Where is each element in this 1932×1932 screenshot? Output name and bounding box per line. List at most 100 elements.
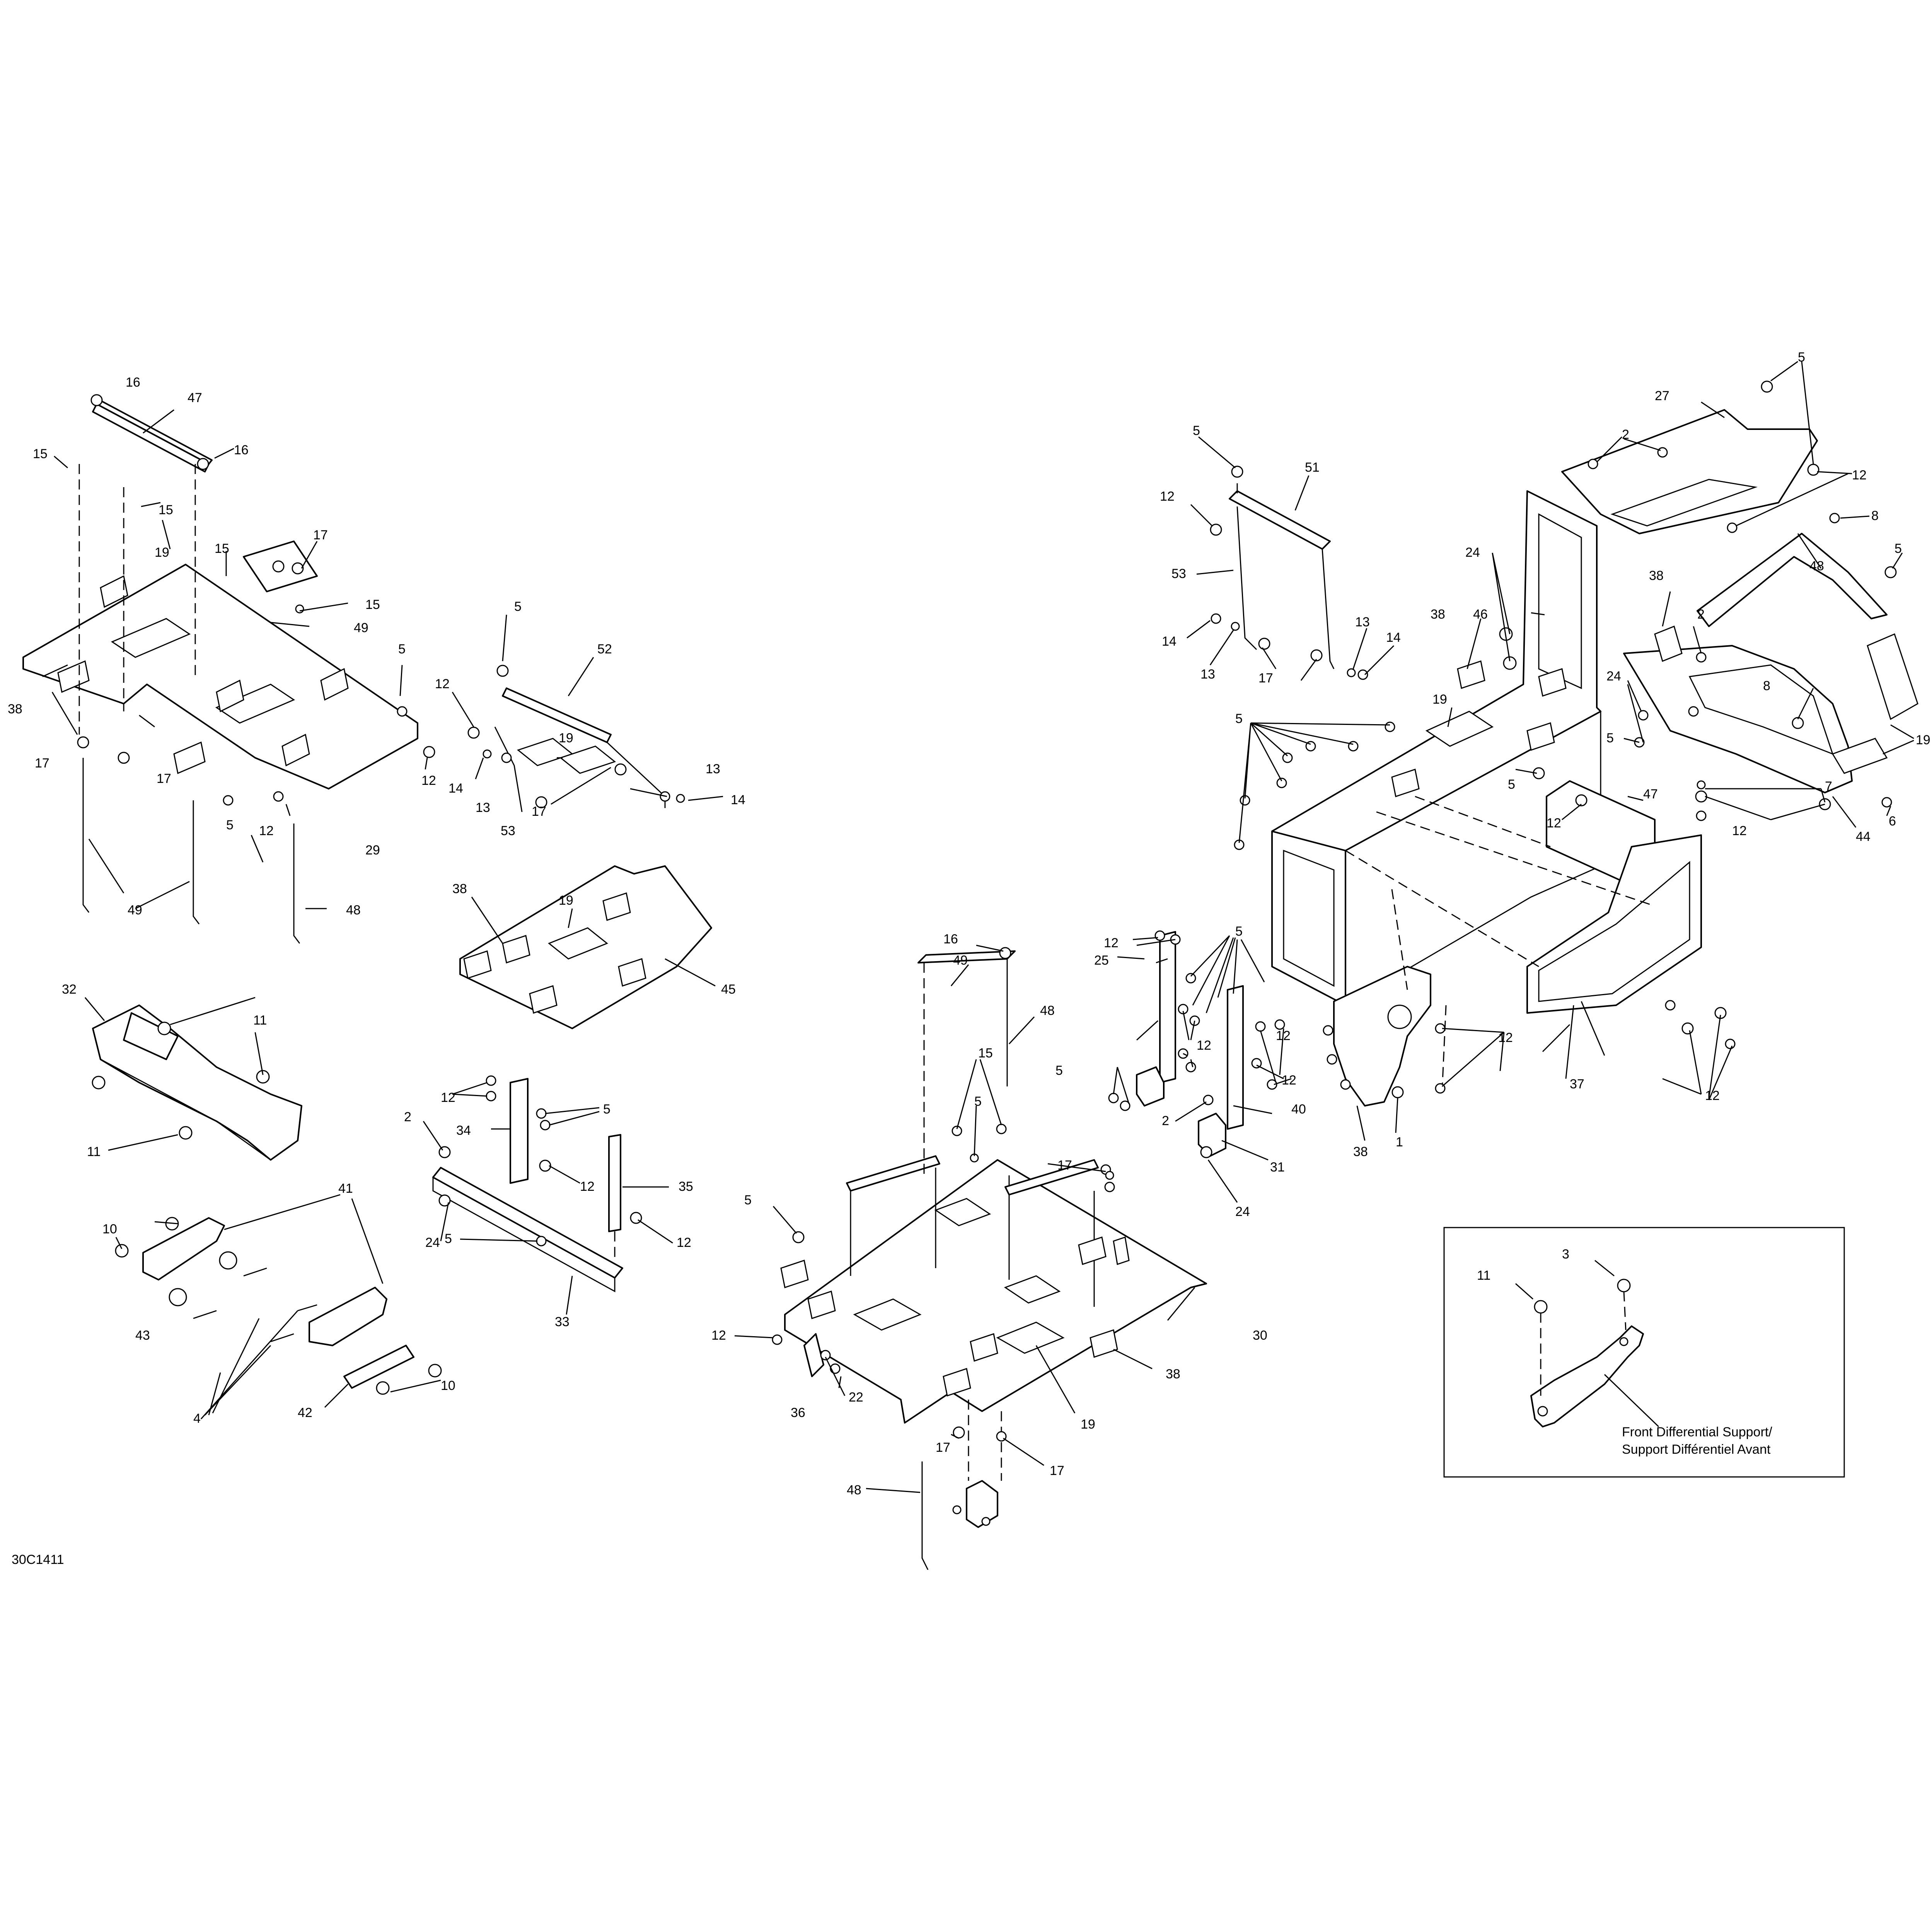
callout-22: 22 bbox=[849, 1390, 863, 1405]
callout-10: 12 bbox=[1852, 468, 1867, 483]
assembly-50-52 bbox=[1210, 466, 1368, 680]
callout-11: 11 bbox=[87, 1144, 101, 1159]
callout-27: 30 bbox=[1253, 1328, 1267, 1343]
callout-9: 10 bbox=[102, 1222, 117, 1236]
callout-13: 14 bbox=[1386, 630, 1401, 645]
assembly-41-46 bbox=[1623, 513, 1918, 821]
part-37-upright bbox=[1227, 985, 1244, 1130]
callout-2: 2 bbox=[1162, 1114, 1169, 1128]
callout-2: 2 bbox=[1622, 427, 1629, 442]
inset-callout-11: 11 bbox=[1477, 1268, 1490, 1283]
part-41-frame bbox=[1623, 645, 1853, 793]
part-46-plate bbox=[1697, 533, 1888, 627]
callout-14: 15 bbox=[33, 447, 48, 461]
assembly-top-left bbox=[22, 394, 435, 944]
callout-5: 5 bbox=[1235, 711, 1243, 726]
callout-14: 15 bbox=[159, 503, 173, 517]
assembly-43-box bbox=[1234, 490, 1601, 1006]
part-47-bar-center bbox=[917, 950, 1016, 963]
callout-10: 12 bbox=[1197, 1038, 1211, 1053]
part-28-bracket bbox=[1198, 1113, 1226, 1157]
callout-19: 19 bbox=[1081, 1417, 1095, 1432]
callout-13: 14 bbox=[448, 781, 463, 796]
callout-50: 51 bbox=[1305, 460, 1320, 475]
part-34-frame bbox=[1526, 834, 1702, 1014]
callout-11: 11 bbox=[253, 1013, 267, 1028]
callout-5: 5 bbox=[1235, 924, 1243, 939]
callout-29: 32 bbox=[62, 982, 77, 997]
callout-19: 19 bbox=[155, 545, 169, 560]
callout-10: 12 bbox=[1547, 816, 1561, 830]
callout-52: 53 bbox=[1171, 566, 1186, 581]
callout-17: 17 bbox=[1258, 671, 1273, 685]
callout-23: 24 bbox=[1235, 1204, 1250, 1219]
part-50-bar bbox=[1229, 490, 1331, 550]
callout-46: 48 bbox=[1809, 559, 1824, 573]
part-30-rail bbox=[432, 1167, 623, 1279]
callout-48: 48 bbox=[847, 1483, 861, 1497]
callout-10: 12 bbox=[677, 1235, 691, 1250]
inset-front-differential-support: 3 11 Front Differential Support/ Support… bbox=[1443, 1227, 1845, 1478]
callout-19: 19 bbox=[1432, 692, 1447, 707]
callout-17: 17 bbox=[936, 1440, 950, 1455]
figure-id: 30C1411 bbox=[12, 1552, 64, 1567]
callout-48: 48 bbox=[346, 903, 361, 917]
callout-10: 12 bbox=[1104, 936, 1119, 950]
callout-17: 17 bbox=[313, 528, 328, 542]
assembly-29-crossmember bbox=[92, 1004, 302, 1161]
callout-5: 5 bbox=[1508, 777, 1515, 792]
callout-5: 5 bbox=[1193, 423, 1200, 438]
callout-42: 45 bbox=[721, 982, 736, 997]
part-38-bracket-b bbox=[309, 1287, 387, 1346]
callout-36: 38 bbox=[1649, 568, 1664, 583]
callout-26: 29 bbox=[365, 843, 380, 858]
callout-49: 49 bbox=[128, 903, 142, 917]
callout-25: 27 bbox=[1655, 389, 1669, 403]
callout-19: 19 bbox=[559, 893, 573, 908]
callout-23: 24 bbox=[1606, 669, 1621, 684]
part-33-bracket bbox=[803, 1333, 824, 1377]
callout-17: 17 bbox=[157, 771, 171, 786]
callout-13: 14 bbox=[731, 793, 745, 807]
assembly-uprights bbox=[1108, 930, 1285, 1158]
callout-47: 49 bbox=[953, 953, 968, 968]
callout-16: 17 bbox=[1057, 1158, 1072, 1173]
callout-17: 17 bbox=[35, 756, 49, 771]
callout-31: 34 bbox=[456, 1123, 471, 1138]
callout-28: 31 bbox=[1270, 1160, 1285, 1175]
callout-34: 37 bbox=[1570, 1077, 1584, 1091]
callout-38: 41 bbox=[338, 1181, 353, 1196]
callout-12: 13 bbox=[1200, 667, 1215, 682]
callout-48: 48 bbox=[1040, 1003, 1055, 1018]
callout-5: 5 bbox=[226, 818, 234, 832]
callout-5: 5 bbox=[974, 1094, 982, 1109]
callout-5: 5 bbox=[1606, 731, 1614, 745]
callout-10: 12 bbox=[1160, 489, 1175, 504]
callout-5: 5 bbox=[1894, 541, 1902, 556]
callout-47: 49 bbox=[354, 621, 368, 635]
callout-10: 12 bbox=[580, 1179, 595, 1194]
callout-14: 15 bbox=[978, 1046, 993, 1061]
misc-fasteners bbox=[1105, 1171, 1130, 1265]
callout-9: 10 bbox=[441, 1378, 455, 1393]
part-35-plate bbox=[1333, 966, 1431, 1107]
callout-19: 19 bbox=[559, 731, 573, 745]
callout-36: 38 bbox=[1166, 1367, 1180, 1381]
callout-39: 42 bbox=[298, 1405, 312, 1420]
inset-callout-3: 3 bbox=[1562, 1247, 1569, 1262]
callout-10: 12 bbox=[435, 677, 450, 691]
callout-10: 12 bbox=[1276, 1028, 1291, 1043]
part-38-bracket bbox=[142, 1217, 225, 1281]
callout-5: 5 bbox=[398, 642, 406, 657]
callout-23: 24 bbox=[1465, 545, 1480, 560]
assembly-44-34 bbox=[1345, 767, 1736, 1049]
callout-2: 2 bbox=[404, 1110, 411, 1124]
callout-2: 2 bbox=[1697, 607, 1705, 622]
callout-35: 38 bbox=[1353, 1144, 1368, 1159]
callout-17: 17 bbox=[1050, 1463, 1064, 1478]
callout-40: 43 bbox=[135, 1328, 150, 1343]
callout-12: 13 bbox=[1355, 615, 1370, 629]
part-27-tray bbox=[784, 1159, 1207, 1424]
part-19-pad-right bbox=[1867, 633, 1918, 720]
